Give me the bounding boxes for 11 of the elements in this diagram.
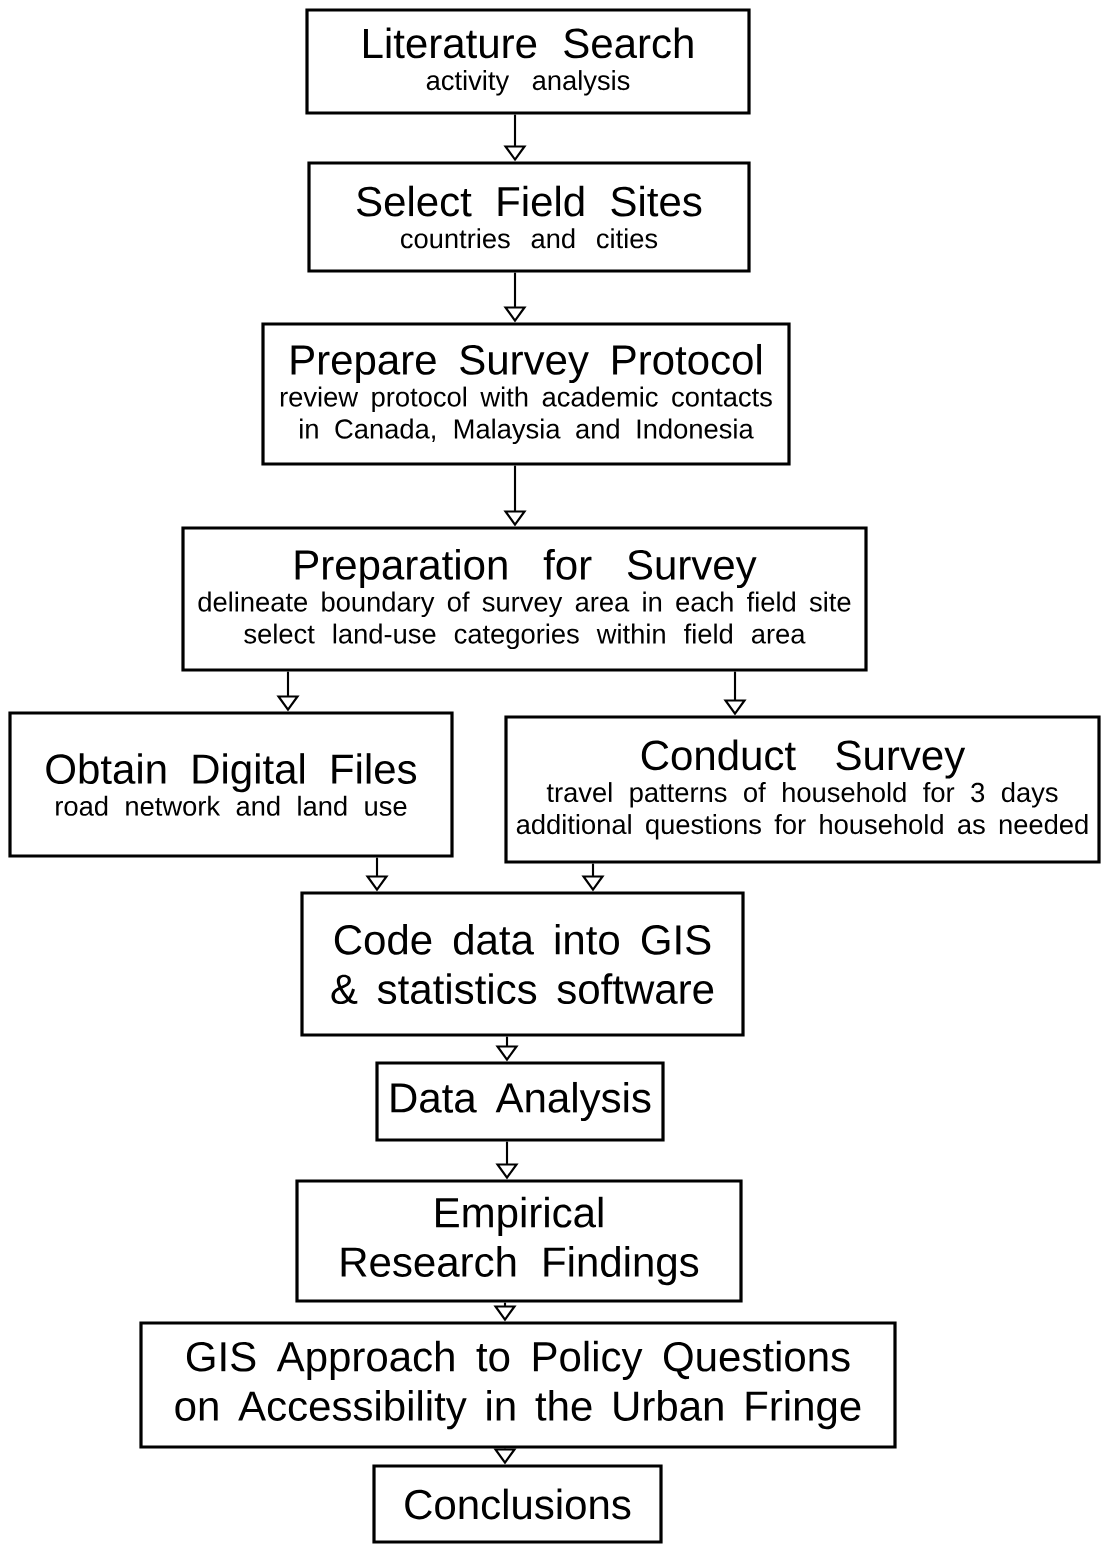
process-box: Code data into GIS & statistics software: [300, 891, 745, 1037]
process-box: Prepare Survey Protocol review protocol with academic contacts in Canada, Malaysia and Indonesia: [261, 322, 791, 466]
process-box: GIS Approach to Policy Questions on Accessibility in the Urban Fringe: [139, 1321, 897, 1449]
process-box: Data Analysis: [375, 1061, 665, 1142]
process-box: Conclusions: [372, 1464, 663, 1544]
process-box: Select Field Sites countries and cities: [307, 161, 751, 273]
process-box: Preparation for Survey delineate boundary of survey area in each field site select land-use categories within field area: [181, 526, 868, 672]
process-box: Empirical Research Findings: [295, 1179, 743, 1303]
process-box: Literature Search activity analysis: [305, 8, 751, 115]
process-box: Conduct Survey travel patterns of household for 3 days additional questions for household as needed: [504, 715, 1101, 864]
process-box: Obtain Digital Files road network and land use: [8, 711, 454, 858]
